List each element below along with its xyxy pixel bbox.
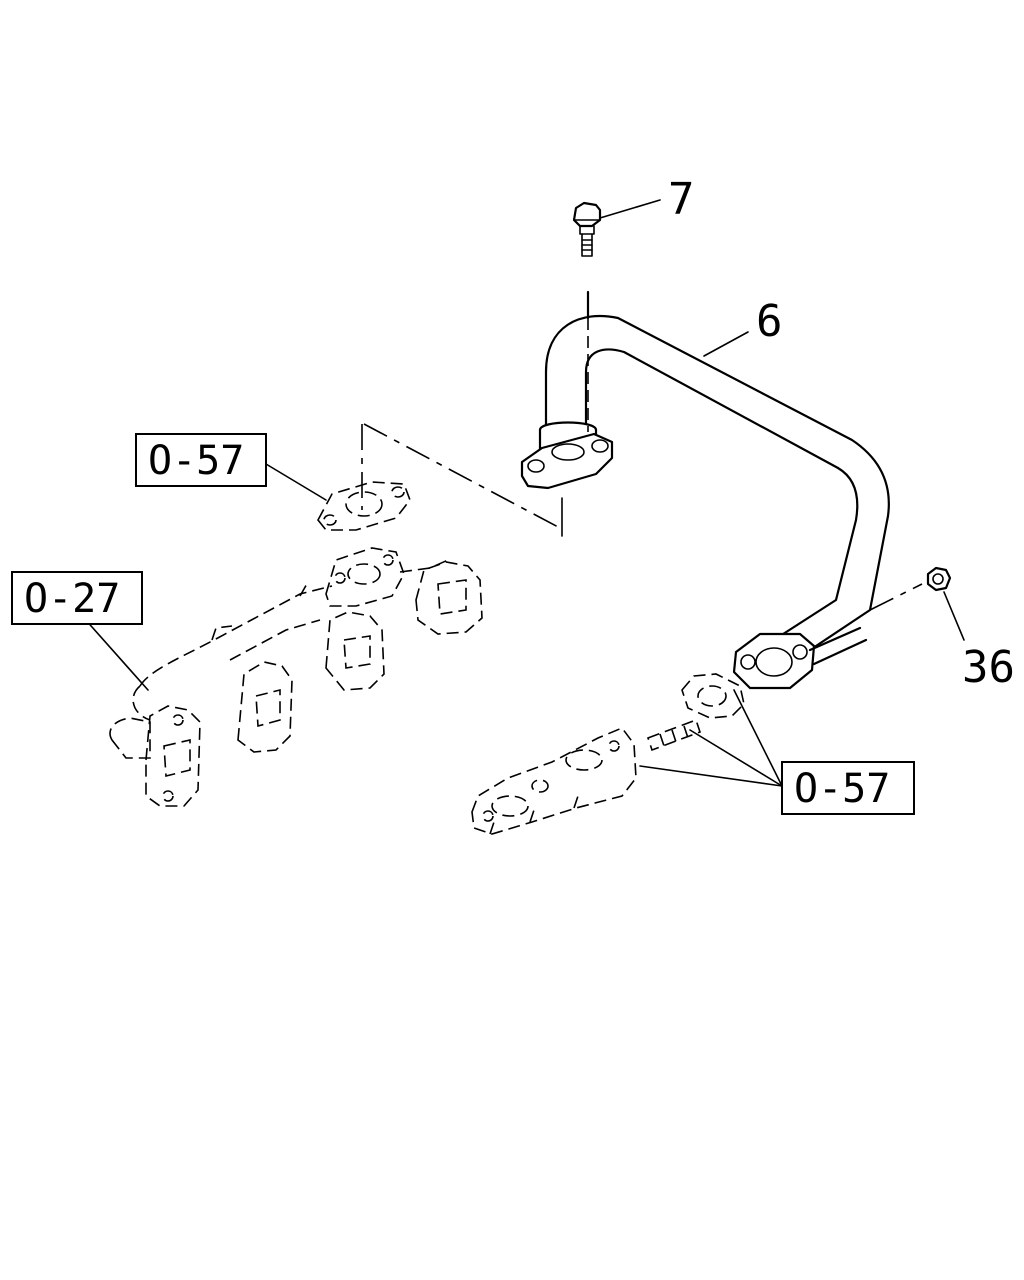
leader-lower-2 xyxy=(689,729,783,787)
callout-pipe: 6 xyxy=(756,296,783,347)
reference-gasket-upper: O-57 xyxy=(148,438,244,484)
alignment-line-diagonal xyxy=(363,423,561,529)
alignment-line-nut xyxy=(869,583,923,611)
leader-bolt xyxy=(599,199,661,219)
callout-nut: 36 xyxy=(962,642,1015,693)
pipe-part xyxy=(520,314,890,690)
gasket-lower-part xyxy=(681,673,745,719)
callout-bolt: 7 xyxy=(668,174,695,225)
egr-adapter-part xyxy=(471,727,637,835)
reference-box-gasket-lower[interactable]: O-57 xyxy=(781,761,915,815)
reference-gasket-lower: O-57 xyxy=(794,766,890,812)
leader-gasket-upper xyxy=(265,463,327,501)
leader-nut xyxy=(943,591,965,641)
leader-lower-1 xyxy=(733,689,783,787)
gasket-upper-part xyxy=(317,481,411,531)
reference-box-manifold[interactable]: O-27 xyxy=(11,571,143,625)
bolt-part xyxy=(572,201,602,320)
nut-part xyxy=(926,566,952,592)
stud-part xyxy=(646,718,702,752)
reference-box-gasket-upper[interactable]: O-57 xyxy=(135,433,267,487)
leader-manifold xyxy=(83,617,149,691)
reference-manifold: O-27 xyxy=(24,576,120,622)
exhaust-manifold-part xyxy=(109,547,483,807)
leader-pipe xyxy=(703,331,749,357)
leader-lower-3 xyxy=(639,765,783,787)
